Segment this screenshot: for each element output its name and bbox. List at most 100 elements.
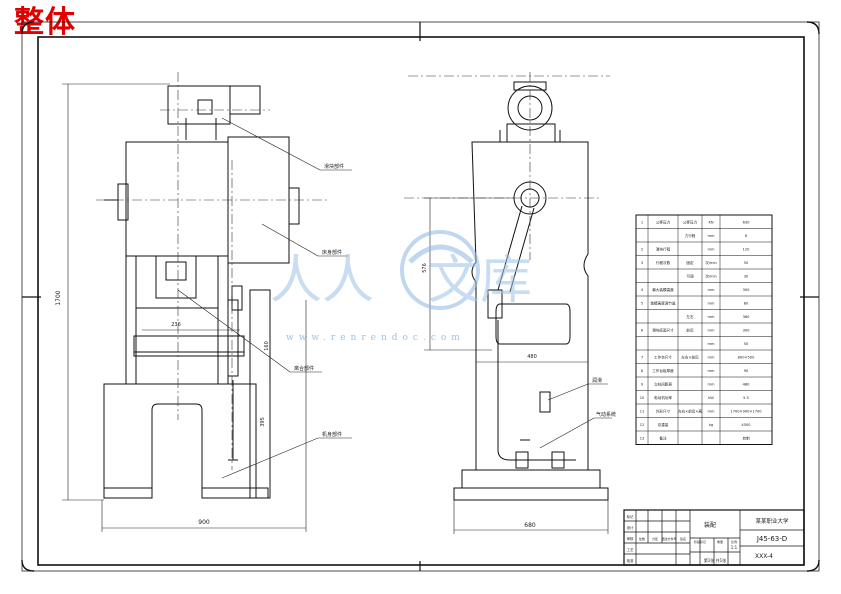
spec-cell: 800×500	[738, 355, 755, 359]
dim-side-width: 480	[527, 354, 537, 360]
spec-cell: mm	[707, 328, 715, 332]
spec-cell: mm	[707, 234, 715, 238]
spec-cell: 滑块行程	[656, 246, 671, 251]
spec-cell: 力行程	[685, 233, 696, 238]
spec-cell: 30	[744, 274, 749, 278]
spec-cell: 1	[641, 220, 643, 224]
spec-cell: 可调	[686, 273, 694, 278]
dim-side-height: 576	[422, 263, 428, 273]
lower-body	[103, 383, 257, 499]
title-block	[623, 509, 805, 566]
spec-cell: mm	[707, 342, 715, 346]
spec-cell: 工作台尺寸	[654, 354, 672, 359]
title-part-name: 装配	[704, 521, 716, 529]
spec-cell: 50	[744, 342, 749, 346]
spec-cell: 4	[641, 288, 644, 292]
title-row-label: 批准	[627, 558, 634, 563]
slide-block	[135, 255, 219, 309]
spec-cell: 120	[743, 247, 751, 251]
title-school: 某某职业大学	[755, 517, 789, 525]
callout-side-a: 润滑	[592, 377, 602, 384]
spec-cell: 自制	[742, 435, 750, 440]
spec-cell: 12	[640, 423, 645, 427]
title-col-label: 签名	[680, 536, 686, 541]
spec-cell: 左右×前后	[681, 354, 699, 359]
drawing-corner-title: 整体	[14, 5, 76, 40]
title-col-label: 分区	[652, 536, 658, 541]
spec-cell: 5.5	[743, 396, 749, 400]
side-dimension-lines	[424, 197, 609, 534]
spec-cell: 电动机功率	[654, 395, 672, 400]
watermark-glyph-left: 人人	[270, 251, 374, 311]
title-scale-label: 比例	[731, 539, 737, 544]
spec-cell: mm	[707, 247, 715, 251]
watermark-swoosh	[408, 244, 474, 264]
spec-cell: 8	[641, 369, 644, 373]
spec-cell: 11	[640, 409, 645, 413]
side-leaders	[539, 383, 612, 449]
callout-bottom: 机身部件	[322, 431, 342, 438]
spec-cell: 9	[641, 382, 644, 386]
inner-frame	[37, 36, 805, 566]
watermark-ring	[400, 230, 480, 310]
spec-cell: 左右×前后×高	[678, 408, 702, 413]
dim-frame-width: 236	[171, 322, 181, 328]
crown-body	[125, 141, 229, 257]
front-centerlines	[96, 72, 330, 470]
spec-cell: 13	[640, 436, 645, 440]
title-row-label: 设计	[627, 525, 634, 530]
callout-upper: 滑块部件	[324, 163, 344, 170]
spec-cell: 滑块底面尺寸	[652, 327, 674, 332]
spec-cell: KN	[708, 220, 713, 224]
spec-cell: 6	[641, 328, 644, 332]
title-material-label: 阶段标记	[694, 539, 706, 544]
watermark-glyph-right: 文库	[428, 251, 532, 311]
title-row-label: 工艺	[627, 547, 634, 552]
centering-marks	[22, 22, 819, 571]
callout-middle: 床身部件	[322, 249, 342, 256]
spec-cell: 5	[641, 301, 643, 305]
spec-cell: 300	[743, 288, 751, 292]
spec-cell: 3	[641, 261, 643, 265]
trim-marks	[21, 21, 820, 572]
spec-cell: 行程次数	[656, 260, 671, 265]
spec-cell: mm	[707, 369, 715, 373]
spec-cell: 固定	[686, 260, 694, 265]
title-sheet: 第1张 共1张	[704, 557, 726, 563]
front-leaders	[177, 117, 352, 479]
spec-cell: mm	[707, 315, 715, 319]
title-row-label: 标记	[627, 514, 634, 519]
spec-cell: 300	[743, 328, 751, 332]
spec-cell: mm	[707, 409, 715, 413]
spec-cell: 立柱间距离	[654, 381, 672, 386]
title-scale: 1:1	[731, 545, 738, 550]
title-weight-label: 重量	[717, 539, 723, 544]
motor-housing	[167, 85, 231, 125]
watermark: 人人 文库	[270, 230, 532, 311]
spec-cell: 80	[744, 301, 749, 305]
spec-cell: mm	[707, 355, 715, 359]
dim-opening-depth: 160	[264, 341, 270, 351]
spec-cell: 公称压力	[656, 219, 671, 224]
dim-lower-height: 395	[260, 417, 266, 427]
spec-cell: mm	[707, 301, 715, 305]
spec-cell: 6	[745, 234, 748, 238]
side-base	[461, 469, 601, 489]
spec-cell: 备注	[659, 435, 667, 440]
title-col-label: 更改文件号	[661, 536, 676, 541]
spec-cell: 总重量	[658, 422, 669, 427]
spec-cell: 次/min	[705, 260, 717, 265]
spec-cell: mm	[707, 382, 715, 386]
spec-cell: 90	[744, 369, 749, 373]
spec-cell: 装模高度调节量	[650, 300, 676, 305]
spec-cell: kg	[709, 423, 713, 427]
spec-cell: 公称压力	[683, 219, 698, 224]
dim-overall-height: 1700	[55, 290, 62, 305]
title-col-label: 处数	[639, 536, 645, 541]
spec-cell: 7	[641, 355, 643, 359]
spec-cell: 360	[743, 315, 751, 319]
spec-cell: mm	[707, 288, 715, 292]
spec-cell: 左右	[686, 314, 694, 319]
